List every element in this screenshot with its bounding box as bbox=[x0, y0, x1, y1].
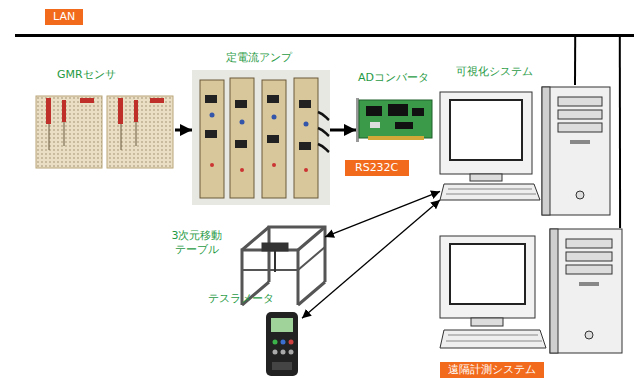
component-label: 可視化システム bbox=[456, 65, 533, 79]
system-label: 遠隔計測システム bbox=[440, 362, 544, 378]
tesla-meter-device bbox=[266, 312, 298, 376]
converter-block: ADコンバータ bbox=[356, 95, 434, 145]
flow-arrow bbox=[330, 128, 356, 131]
gmr-sensor-photo bbox=[36, 96, 173, 168]
ad-converter-card bbox=[356, 98, 432, 142]
computer-block: 遠隔計測システム bbox=[435, 228, 625, 358]
network-line bbox=[619, 37, 621, 228]
flow-arrow bbox=[175, 128, 192, 131]
component-label: 定電流アンプ bbox=[226, 51, 292, 65]
component-label: GMRセンサ bbox=[57, 68, 116, 82]
remote-computer bbox=[440, 229, 622, 353]
interface-label: RS232C bbox=[345, 160, 409, 176]
lan-bus: LAN bbox=[15, 8, 634, 37]
interface-box: RS232C bbox=[345, 160, 409, 176]
flow-arrow bbox=[302, 200, 440, 318]
visualization-computer bbox=[440, 87, 610, 215]
amplifier-photo bbox=[192, 70, 330, 205]
component-label: ADコンバータ bbox=[358, 71, 429, 85]
sensor-block: GMRセンサ bbox=[35, 95, 175, 170]
network-line bbox=[574, 37, 576, 85]
amplifier-block: 定電流アンプ bbox=[192, 70, 330, 205]
network-label: LAN bbox=[45, 9, 83, 25]
meter-block: テスラメータ bbox=[262, 310, 302, 378]
computer-block: 可視化システム bbox=[440, 85, 612, 218]
component-label: 3次元移動 テーブル bbox=[166, 229, 228, 257]
component-label: テスラメータ bbox=[208, 292, 274, 306]
